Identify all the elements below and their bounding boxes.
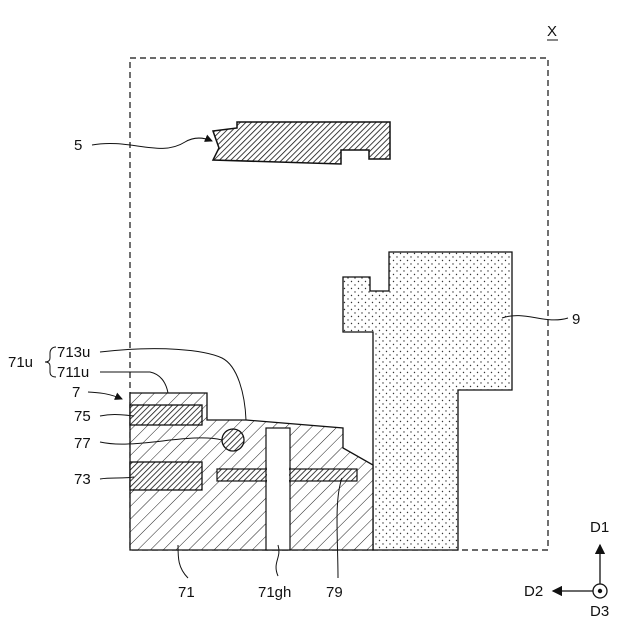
label-71u: 71u: [8, 354, 33, 371]
figure-label: X: [547, 23, 557, 40]
leader-75: [100, 415, 134, 417]
axis-d3-label: D3: [590, 603, 609, 620]
label-73: 73: [74, 471, 91, 488]
component-73: [130, 462, 202, 490]
leader-5: [92, 138, 212, 148]
label-9: 9: [572, 311, 580, 328]
label-713u: 713u: [57, 344, 90, 361]
component-75: [130, 405, 202, 425]
groove-71gh: [266, 428, 290, 550]
label-71: 71: [178, 584, 195, 601]
label-79: 79: [326, 584, 343, 601]
leader-7: [88, 392, 122, 399]
axis-d2-label: D2: [524, 583, 543, 600]
label-5: 5: [74, 137, 82, 154]
label-7: 7: [72, 384, 80, 401]
label-71gh: 71gh: [258, 584, 291, 601]
groove-79-gap: [267, 468, 289, 482]
axis-d3-dot: [598, 589, 602, 593]
brace-71u: [45, 347, 56, 377]
component-77: [222, 429, 244, 451]
leader-73: [100, 477, 134, 479]
label-77: 77: [74, 435, 91, 452]
label-711u: 711u: [57, 364, 89, 381]
label-75: 75: [74, 408, 91, 425]
component-5: [213, 122, 390, 164]
leader-711u: [100, 372, 168, 393]
axis-d1-label: D1: [590, 519, 609, 536]
